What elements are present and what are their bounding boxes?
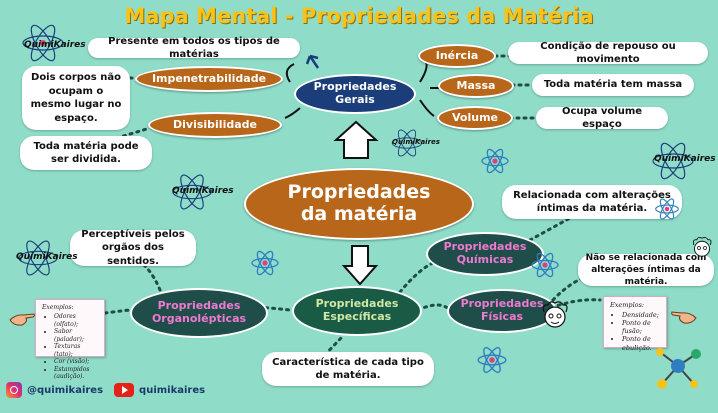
note-item: Densidade; <box>622 311 660 319</box>
arrow-gerais-volume <box>419 99 435 117</box>
node-label-line-1: Propriedades <box>157 299 241 313</box>
desc-volume: Ocupa volume espaço <box>536 106 668 130</box>
node-propriedades-especificas: Propriedades Específicas <box>292 286 422 336</box>
node-label: Volume <box>452 110 498 124</box>
node-label: Massa <box>456 78 496 92</box>
note-item: Ponto de ebulição. <box>622 335 660 351</box>
node-label-line-1: Propriedades <box>443 240 527 254</box>
scientist-face-icon <box>542 301 568 328</box>
node-propriedades-gerais: Propriedades Gerais <box>294 74 416 114</box>
instagram-handle[interactable]: @quimikaires <box>27 384 104 396</box>
atom-icon <box>477 347 507 373</box>
node-label: Impenetrabilidade <box>151 71 267 85</box>
chain-fisicas-note <box>543 298 602 312</box>
atom-icon <box>481 148 509 174</box>
node-inercia: Inércia <box>418 44 496 68</box>
desc-fisicas: Não se relacionada com alterações íntima… <box>578 253 714 287</box>
node-label: Divisibilidade <box>173 117 257 131</box>
node-propriedades-organolepticas: Propriedades Organolépticas <box>130 288 268 338</box>
brand-logo-mid-left: QuimiKaires <box>172 186 234 196</box>
node-label-line-2: Químicas <box>456 253 514 266</box>
brand-text-1: Quimi <box>16 252 46 262</box>
arrow-gerais-presente <box>305 54 320 69</box>
brand-logo-right: QuimiKaires <box>654 154 716 164</box>
youtube-handle[interactable]: quimikaires <box>139 384 206 396</box>
center-line-1: Propriedades <box>287 181 431 204</box>
node-label-line-2: Específicas <box>322 310 392 323</box>
note-examples-fisicas: Exemplos: Densidade; Ponto de fusão; Pon… <box>603 296 667 352</box>
desc-quimicas: Relacionada com alterações íntimas da ma… <box>502 185 682 219</box>
center-line-2: da matéria <box>300 203 418 225</box>
youtube-icon[interactable] <box>114 383 135 397</box>
arrow-gerais-divisibilidade <box>284 107 301 119</box>
brand-logo-center: QuimiKaires <box>392 138 440 146</box>
chain-especificas-fisicas <box>416 303 452 312</box>
node-label-line-1: Propriedades <box>460 297 544 311</box>
atom-logo-icon <box>172 174 212 210</box>
node-label: Inércia <box>435 48 479 62</box>
chain-especificas-desc <box>318 335 344 362</box>
hand-pointing-icon <box>671 311 697 324</box>
node-propriedades-quimicas: Propriedades Químicas <box>426 232 544 276</box>
atom-icon <box>531 252 559 278</box>
desc-massa: Toda matéria tem massa <box>532 74 694 96</box>
note-heading: Exemplos: <box>42 304 74 311</box>
brand-text-2: Kaires <box>53 40 86 50</box>
atom-icon <box>251 250 279 276</box>
scientist-face-icon <box>692 236 712 257</box>
brand-text-2: Kaires <box>415 138 440 146</box>
atom-logo-icon <box>652 142 694 180</box>
node-center-propriedades-materia: Propriedades da matéria <box>244 168 474 240</box>
node-label-line-2: Físicas <box>480 310 524 323</box>
arrow-down-to-especificas <box>341 245 379 286</box>
hand-pointing-icon <box>9 313 35 326</box>
chain-especificas-quimicas <box>398 260 437 294</box>
social-footer: @quimikaires quimikaires <box>6 382 205 398</box>
atom-icon <box>655 198 679 220</box>
brand-logo-top-left: QuimiKaires <box>24 40 86 50</box>
note-examples-organolepticas: Exemplos: Odores (olfato); Sabor (palada… <box>35 299 105 380</box>
note-item: Ponto de fusão; <box>622 319 660 335</box>
brand-text-1: Quimi <box>24 40 54 50</box>
desc-organolepticas: Perceptíveis pelos orgãos dos sentidos. <box>70 229 196 267</box>
note-item: Odores (olfato); <box>54 313 98 328</box>
atom-logo-icon <box>22 24 64 62</box>
desc-impenetrabilidade: Dois corpos não ocupam o mesmo lugar no … <box>22 66 130 130</box>
arrow-gerais-impenetrabilidade <box>285 63 295 83</box>
node-label-line-2: Organolépticas <box>151 312 247 325</box>
brand-text-2: Kaires <box>683 154 716 164</box>
atom-logo-icon <box>391 129 423 157</box>
note-item: Sabor (paladar); <box>54 328 98 343</box>
brand-logo-left: QuimiKaires <box>16 252 78 262</box>
brand-text-2: Kaires <box>201 186 234 196</box>
desc-divisibilidade: Toda matéria pode ser dividida. <box>20 136 152 170</box>
node-propriedades-fisicas: Propriedades Físicas <box>447 289 557 333</box>
node-impenetrabilidade: Impenetrabilidade <box>135 66 283 92</box>
desc-presente: Presente em todos os tipos de matérias <box>88 36 300 60</box>
brand-text-2: Kaires <box>45 252 78 262</box>
node-label: Propriedades Gerais <box>313 80 397 106</box>
node-volume: Volume <box>437 106 513 130</box>
note-item: Estampidos (audição). <box>54 366 98 381</box>
brand-text-1: Quimi <box>392 138 416 146</box>
node-massa: Massa <box>438 74 514 98</box>
molecule-icon <box>656 348 701 389</box>
note-heading: Exemplos: <box>610 301 645 309</box>
chain-quimicas-desc <box>528 216 572 242</box>
arrow-up-to-gerais <box>333 120 379 159</box>
brand-text-1: Quimi <box>654 154 684 164</box>
node-label-line-1: Propriedades <box>315 297 399 311</box>
instagram-icon[interactable] <box>6 382 22 398</box>
brand-text-1: Quimi <box>172 186 202 196</box>
node-divisibilidade: Divisibilidade <box>148 112 282 138</box>
atom-logo-icon <box>18 240 58 276</box>
note-item: Texturas (tato); <box>54 343 98 358</box>
desc-especificas: Característica de cada tipo de matéria. <box>262 352 434 386</box>
note-item: Cor (visão); <box>54 358 98 366</box>
page-title: Mapa Mental - Propriedades da Matéria <box>124 4 594 28</box>
desc-inercia: Condição de repouso ou movimento <box>508 41 708 65</box>
